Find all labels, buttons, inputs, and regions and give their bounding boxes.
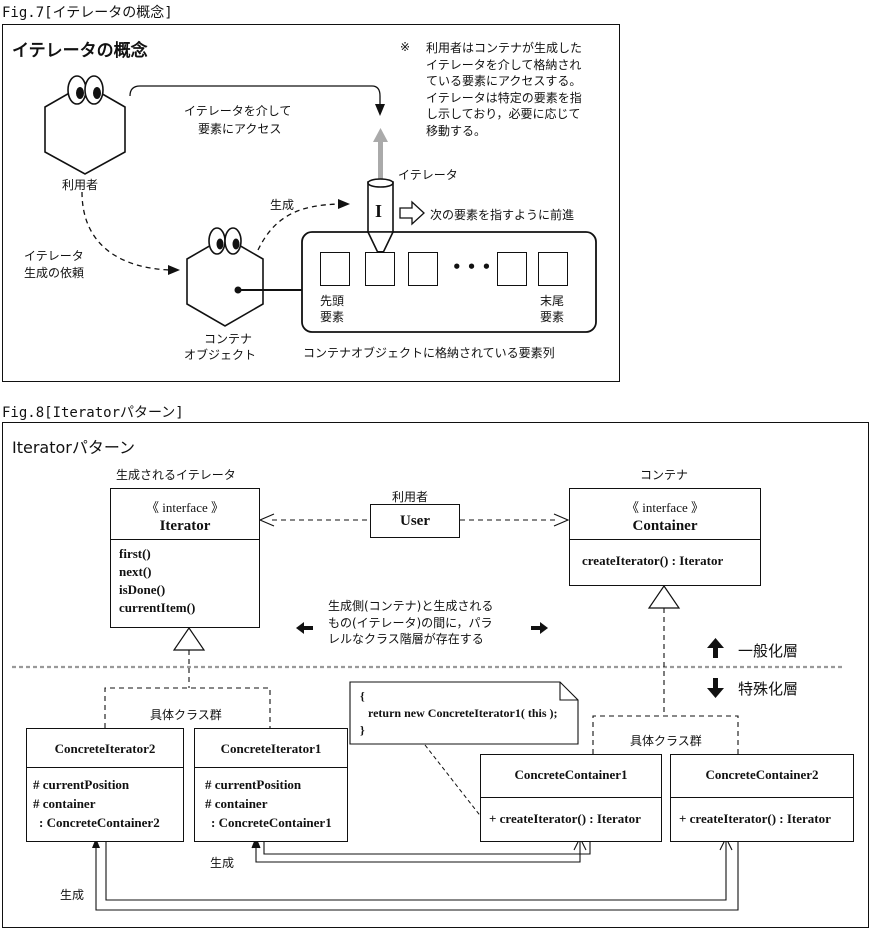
concrete-iterator1-box: ConcreteIterator1 # currentPosition # co… (194, 728, 348, 842)
iterator-name: Iterator (159, 518, 211, 534)
access-label-1: イテレータを介して (184, 104, 292, 118)
container-interface-box: 《 interface 》 Container createIterator()… (569, 488, 761, 586)
ci2-attributes: # currentPosition # container : Concrete… (33, 777, 160, 830)
ci1-separator (195, 767, 347, 768)
ci1-name: ConcreteIterator1 (220, 741, 322, 756)
element-cell (365, 252, 395, 286)
cc1-separator (481, 797, 661, 798)
user-class-name: User (400, 513, 430, 529)
iterator-methods: first() next() isDone() currentItem() (119, 546, 196, 615)
cc1-method: + createIterator() : Iterator (489, 811, 641, 826)
generate-label-2: 生成 (60, 888, 85, 902)
code-note: { return new ConcreteIterator1( this ); … (360, 689, 558, 737)
ci2-separator (27, 767, 183, 768)
user-figure (44, 75, 126, 175)
fig7-caption: Fig.7[イテレータの概念] (2, 5, 173, 21)
iterator-glyph: I (375, 201, 383, 221)
iterator-pen (366, 178, 395, 260)
tail-label-1: 末尾 (540, 294, 565, 308)
cc2-name: ConcreteContainer2 (705, 767, 819, 782)
fig7-title: イテレータの概念 (12, 41, 148, 61)
container-method: createIterator() : Iterator (582, 553, 724, 568)
access-label-2: 要素にアクセス (198, 122, 282, 136)
generate-label-1: 生成 (210, 856, 235, 870)
tail-label-2: 要素 (540, 310, 565, 324)
container-label-1: コンテナ (204, 332, 253, 346)
cc2-separator (671, 797, 853, 798)
container-figure (186, 227, 302, 327)
iterator-stereotype: 《 interface 》 (146, 500, 224, 515)
iterator-separator (111, 539, 259, 540)
user-class-box: User (370, 504, 460, 538)
request-label-2: 生成の依頼 (24, 266, 85, 280)
container-label-2: オブジェクト (184, 348, 257, 362)
concrete-iterator2-box: ConcreteIterator2 # currentPosition # co… (26, 728, 184, 842)
fig8-title: Iteratorパターン (12, 438, 136, 457)
user-heading: 利用者 (392, 490, 429, 504)
head-label-2: 要素 (320, 310, 345, 324)
concrete-container1-box: ConcreteContainer1 + createIterator() : … (480, 754, 662, 842)
ellipsis-dots: • • • (452, 258, 492, 276)
concrete-container2-box: ConcreteContainer2 + createIterator() : … (670, 754, 854, 842)
ci2-name: ConcreteIterator2 (54, 741, 156, 756)
head-label-1: 先頭 (320, 294, 345, 308)
container-separator (570, 539, 760, 540)
general-layer-label: 一般化層 (738, 642, 799, 660)
sequence-label: コンテナオブジェクトに格納されている要素列 (303, 346, 555, 360)
element-cell (497, 252, 527, 286)
container-stereotype: 《 interface 》 (626, 500, 704, 515)
container-name: Container (632, 518, 698, 534)
iterator-interface-box: 《 interface 》 Iterator first() next() is… (110, 488, 260, 628)
fig8-frame (2, 422, 869, 928)
element-cell (538, 252, 568, 286)
next-label: 次の要素を指すように前進 (430, 208, 575, 222)
iterator-label: イテレータ (398, 168, 458, 182)
fig7-frame (2, 24, 620, 382)
cc1-name: ConcreteContainer1 (514, 767, 628, 782)
fig8-caption: Fig.8[Iteratorパターン] (2, 405, 184, 421)
generate-label: 生成 (270, 198, 295, 212)
note-text: 利用者はコンテナが生成した イテレータを介して格納され ている要素にアクセスする… (426, 41, 583, 138)
note-mark: ※ (400, 40, 411, 54)
cc2-method: + createIterator() : Iterator (679, 811, 831, 826)
concrete-group-right: 具体クラス群 (630, 734, 702, 748)
user-label: 利用者 (62, 178, 99, 192)
parallel-note: 生成側(コンテナ)と生成される もの(イテレータ)の間に，パラ レルなクラス階層… (328, 599, 494, 646)
iterator-heading: 生成されるイテレータ (116, 468, 236, 482)
element-cell (408, 252, 438, 286)
special-layer-label: 特殊化層 (738, 680, 799, 698)
element-cell (320, 252, 350, 286)
concrete-group-left: 具体クラス群 (150, 708, 222, 722)
request-label-1: イテレータ (24, 249, 84, 263)
ci1-attributes: # currentPosition # container : Concrete… (205, 777, 332, 830)
container-heading: コンテナ (640, 468, 689, 482)
